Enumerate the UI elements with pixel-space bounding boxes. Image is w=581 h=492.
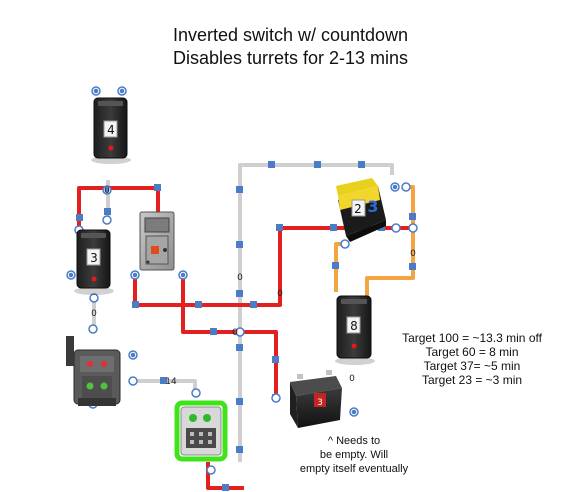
target-note-line: Target 60 = 8 min	[425, 345, 519, 359]
target-note-line: Target 100 = ~13.3 min off	[402, 331, 542, 345]
counter-badge: 3	[367, 197, 378, 216]
diagram-title: Inverted switch w/ countdown	[172, 25, 409, 45]
target-note-line: Target 37= ~5 min	[423, 359, 521, 373]
timer-block-3[interactable]	[74, 229, 114, 295]
wire-label-timer3: 0	[91, 309, 97, 319]
diagram-subtitle: Disables turrets for 2-13 mins	[172, 48, 409, 68]
turret[interactable]	[66, 336, 121, 406]
battery-note-line: be empty. Will	[319, 449, 389, 461]
device-labels: 4 3 8 2 3 3	[90, 123, 378, 408]
red-wires	[77, 186, 413, 490]
countdown-switch[interactable]	[174, 400, 228, 462]
timer-left-label: 3	[90, 251, 98, 265]
target-note-line: Target 23 = ~3 min	[421, 373, 523, 387]
counter-block-2[interactable]	[336, 178, 386, 242]
timer-block-8[interactable]	[335, 295, 375, 365]
timer-top-label: 4	[107, 123, 115, 137]
battery-note-line: empty itself eventually	[299, 463, 409, 475]
wire-label-gray-mid: 0	[237, 273, 243, 283]
relay-panel[interactable]	[139, 211, 175, 271]
wire-label-timer4: 0	[104, 186, 110, 196]
timer-block-4[interactable]	[91, 97, 131, 164]
wire-label-center: 0	[232, 328, 238, 338]
wire-label-turret: 14	[165, 377, 177, 387]
battery-badge: 3	[317, 398, 323, 408]
wire-label-timer8: 0	[349, 374, 355, 384]
wire-label-orange: 0	[410, 249, 416, 259]
battery[interactable]	[290, 370, 342, 428]
timer-right-label: 8	[350, 319, 358, 333]
battery-note-line: ^ Needs to	[327, 435, 381, 447]
red-wire-center	[181, 276, 278, 398]
wire-label-red-mid: 0	[277, 289, 283, 299]
red-wire-relay	[133, 226, 413, 307]
wire-labels: 0 0 0 0 0 0 0 14	[91, 186, 416, 387]
red-wire-top	[77, 186, 160, 232]
counter-label: 2	[354, 202, 362, 216]
